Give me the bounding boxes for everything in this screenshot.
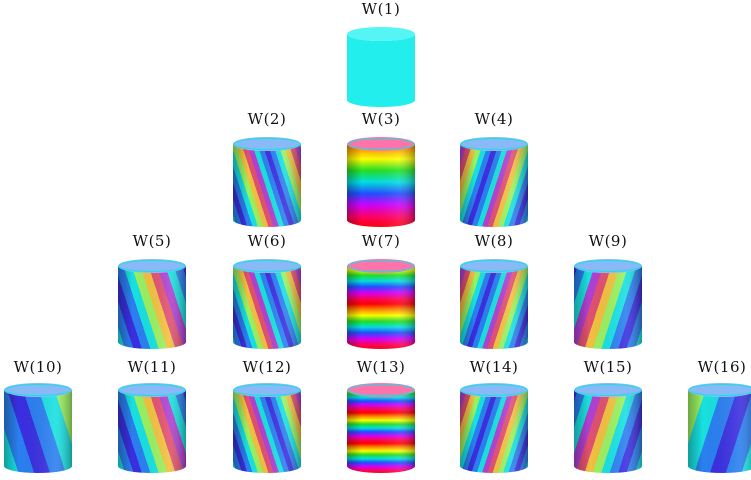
mode-label: W(4) [474, 110, 514, 128]
cylinder-mode-plot [118, 383, 186, 473]
cylinder-mode-plot [460, 259, 528, 349]
cylinder-mode-plot [4, 383, 72, 473]
mode-label: W(8) [474, 232, 514, 250]
mode-label: W(12) [242, 358, 292, 376]
cylinder-mode-plot [574, 383, 642, 473]
mode-label: W(13) [356, 358, 406, 376]
cylinder-mode-plot [233, 383, 301, 473]
mode-label: W(5) [132, 232, 172, 250]
mode-label: W(9) [588, 232, 628, 250]
cylinder-mode-plot [688, 383, 751, 473]
mode-label: W(15) [583, 358, 633, 376]
cylinder-mode-plot [347, 383, 415, 473]
cylinder-mode-plot [347, 27, 415, 107]
mode-label: W(3) [361, 110, 401, 128]
cylinder-mode-plot [118, 259, 186, 349]
mode-label: W(7) [361, 232, 401, 250]
mode-label: W(6) [247, 232, 287, 250]
mode-label: W(2) [247, 110, 287, 128]
cylinder-mode-plot [460, 137, 528, 227]
mode-label: W(1) [361, 0, 401, 18]
mode-label: W(16) [697, 358, 747, 376]
cylinder-mode-plot [233, 137, 301, 227]
mode-label: W(10) [13, 358, 63, 376]
mode-label: W(14) [469, 358, 519, 376]
cylinder-mode-plot [574, 259, 642, 349]
cylinder-mode-plot [233, 259, 301, 349]
cylinder-mode-plot [347, 259, 415, 349]
mode-label: W(11) [127, 358, 177, 376]
cylinder-mode-plot [460, 383, 528, 473]
cylinder-mode-plot [347, 137, 415, 227]
